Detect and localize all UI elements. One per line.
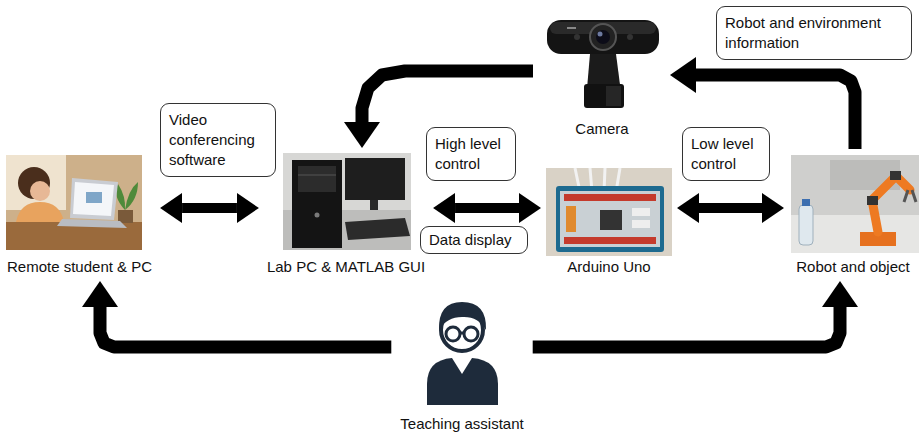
teaching-assistant-icon	[427, 302, 498, 405]
robot-illustration	[791, 155, 919, 253]
lab-pc-illustration-part	[345, 218, 410, 240]
remote-student-illustration-part	[16, 202, 64, 222]
edge-label: Robot and environment information	[716, 6, 912, 60]
teaching-assistant-icon-part	[464, 327, 478, 341]
image-node: Remote student & PC	[4, 155, 155, 276]
arduino-illustration-part	[546, 168, 672, 256]
webcam-illustration-part	[584, 84, 624, 108]
edge-label: Low level control	[682, 127, 770, 181]
connector-arrow	[699, 203, 762, 213]
connector-arrow	[182, 203, 237, 213]
image-node: Robot and object	[789, 155, 917, 276]
arduino-illustration-part	[564, 194, 656, 201]
teaching-assistant-icon-part	[446, 327, 460, 341]
arduino-illustration-part	[600, 210, 622, 230]
node-caption: Lab PC & MATLAB GUI	[264, 258, 428, 276]
teaching-assistant-icon-part	[460, 332, 464, 335]
webcam-illustration-part	[540, 14, 666, 112]
lab-pc-illustration-part	[292, 160, 342, 248]
arduino-illustration-part	[566, 206, 576, 232]
robot-illustration-part	[867, 196, 878, 205]
arduino-illustration-part	[632, 208, 650, 216]
remote-student-illustration-part	[116, 182, 138, 210]
image-node: Arduino Uno	[546, 168, 672, 276]
connector-arrow	[362, 71, 533, 122]
remote-student-illustration-part	[73, 182, 114, 216]
image-node: Camera	[539, 14, 665, 138]
arduino-illustration-part	[556, 186, 664, 252]
node-caption: Teaching assistant	[397, 415, 526, 433]
teaching-assistant-icon-part	[452, 358, 472, 374]
node-caption: Camera	[539, 120, 665, 138]
lab-pc-illustration-part	[283, 153, 411, 250]
connector-arrow	[100, 307, 391, 347]
arduino-illustration-part	[564, 237, 656, 244]
lab-pc-illustration-part	[315, 213, 320, 218]
arduino-illustration-part	[560, 191, 660, 247]
node-caption: Arduino Uno	[546, 258, 672, 276]
webcam-illustration-part	[596, 30, 610, 44]
remote-student-illustration	[6, 155, 142, 250]
image-node: Teaching assistant	[397, 298, 526, 433]
robot-illustration-part	[802, 199, 810, 206]
arduino-illustration-part	[632, 220, 650, 228]
lab-pc-illustration-part	[298, 175, 336, 176]
webcam-illustration-part	[590, 24, 616, 50]
teaching-assistant-icon-part	[427, 358, 498, 405]
remote-student-illustration-part	[57, 219, 127, 228]
webcam-illustration-part	[606, 86, 621, 106]
remote-student-illustration-part	[6, 155, 66, 210]
connector-arrow	[533, 307, 840, 347]
lab-pc-illustration-part	[370, 200, 378, 210]
edge-label: High level control	[426, 127, 516, 181]
remote-student-illustration-part	[118, 210, 133, 223]
connector-arrow	[455, 203, 519, 213]
robot-illustration-part	[791, 155, 919, 253]
webcam-illustration-part	[574, 34, 580, 40]
lab-pc-illustration-part	[345, 158, 405, 200]
remote-student-illustration-part	[30, 181, 50, 201]
webcam-illustration-part	[598, 32, 603, 37]
lab-pc-illustration	[283, 153, 411, 250]
robot-illustration-part	[890, 171, 901, 180]
webcam-illustration-part	[547, 20, 659, 54]
lab-pc-illustration-part	[298, 166, 336, 192]
robot-illustration-part	[904, 190, 916, 202]
teaching-assistant-icon-part	[439, 302, 486, 330]
arduino-illustration	[546, 168, 672, 256]
node-caption: Robot and object	[789, 258, 917, 276]
remote-student-illustration-part	[6, 155, 142, 250]
webcam-illustration-part	[567, 27, 576, 29]
webcam-illustration-part	[627, 34, 633, 40]
edge-label: Video conferencing software	[160, 103, 276, 177]
node-caption: Remote student & PC	[4, 258, 155, 276]
note-label: Data display	[420, 226, 528, 254]
remote-student-illustration-part	[86, 192, 102, 203]
remote-student-illustration-part	[70, 178, 118, 220]
webcam-illustration	[540, 14, 666, 112]
robot-illustration-part	[799, 205, 813, 245]
image-node: Lab PC & MATLAB GUI	[264, 153, 428, 276]
